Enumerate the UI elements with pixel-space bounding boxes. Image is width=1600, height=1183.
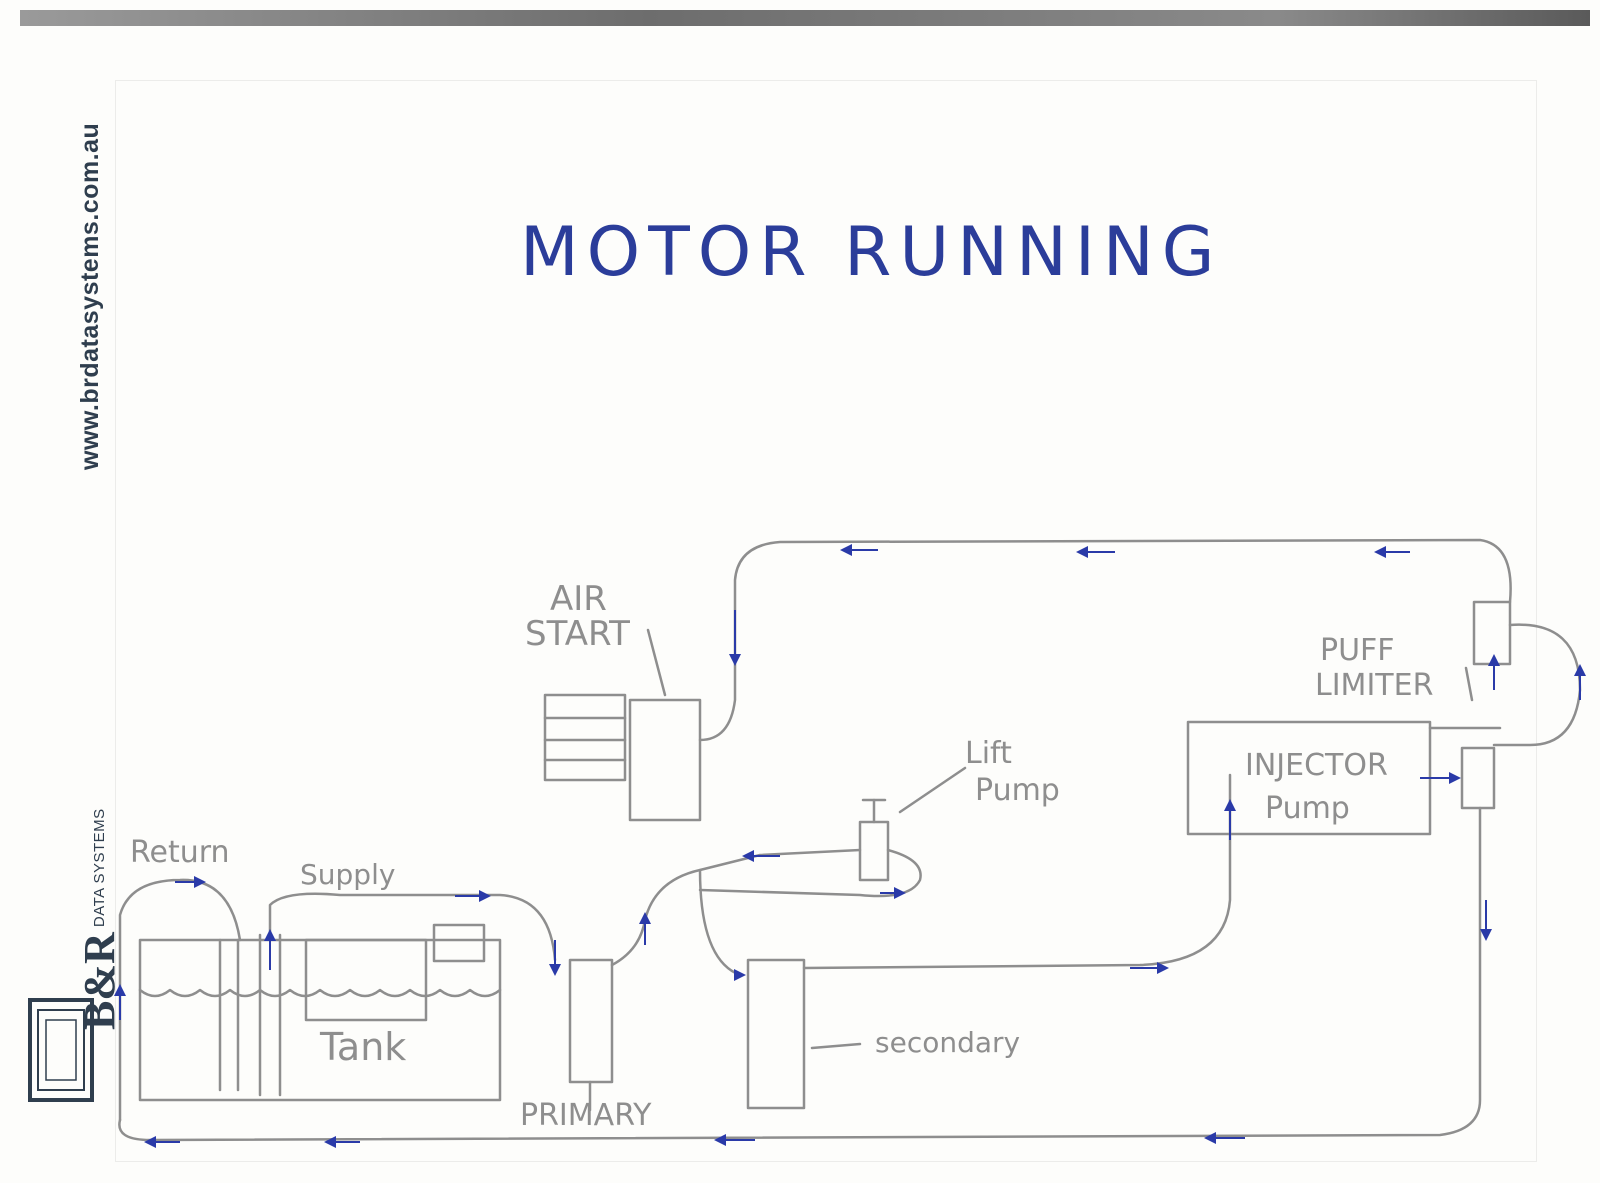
diagram-title: MOTOR RUNNING xyxy=(520,213,1223,292)
label-lift-line2: Pump xyxy=(975,773,1060,808)
lift-pump xyxy=(858,820,890,882)
logo-emblem-icon xyxy=(28,998,94,1102)
label-primary: PRIMARY xyxy=(520,1098,652,1133)
secondary-filter xyxy=(746,958,806,1110)
primary-to-lift-line xyxy=(610,848,862,967)
label-puff-line1: PUFF xyxy=(1320,633,1395,668)
label-return: Return xyxy=(130,835,230,870)
label-secondary: secondary xyxy=(875,1026,1020,1059)
label-air-start-line1: AIR xyxy=(550,579,607,619)
return-to-tank-loop-top xyxy=(698,538,1512,742)
label-tank: Tank xyxy=(319,1025,406,1069)
tank-fuel-level xyxy=(138,988,502,998)
page-frame xyxy=(115,80,1537,1162)
injector-outlet-block xyxy=(1460,746,1496,810)
tank-filler-cap xyxy=(432,923,486,963)
lift-to-secondary-line xyxy=(698,868,742,977)
scan-top-bar xyxy=(20,10,1590,26)
primary-filter xyxy=(568,958,614,1084)
air-start-motor xyxy=(543,693,627,782)
label-injector-line2: Pump xyxy=(1265,791,1350,826)
leak-off-return-line xyxy=(118,806,1482,1142)
label-air-start-line2: START xyxy=(525,614,630,654)
puff-limiter xyxy=(1472,600,1512,666)
label-supply: Supply xyxy=(300,858,395,891)
return-line xyxy=(118,878,242,1122)
air-start-valve xyxy=(628,698,702,822)
brand-logo xyxy=(24,870,104,1110)
label-puff-line2: LIMITER xyxy=(1315,668,1433,703)
label-injector-line1: INJECTOR xyxy=(1245,748,1388,783)
tank-inner-box xyxy=(304,938,428,1022)
label-lift-line1: Lift xyxy=(965,736,1012,771)
secondary-to-injector-line xyxy=(802,773,1232,970)
supply-line xyxy=(268,892,557,962)
